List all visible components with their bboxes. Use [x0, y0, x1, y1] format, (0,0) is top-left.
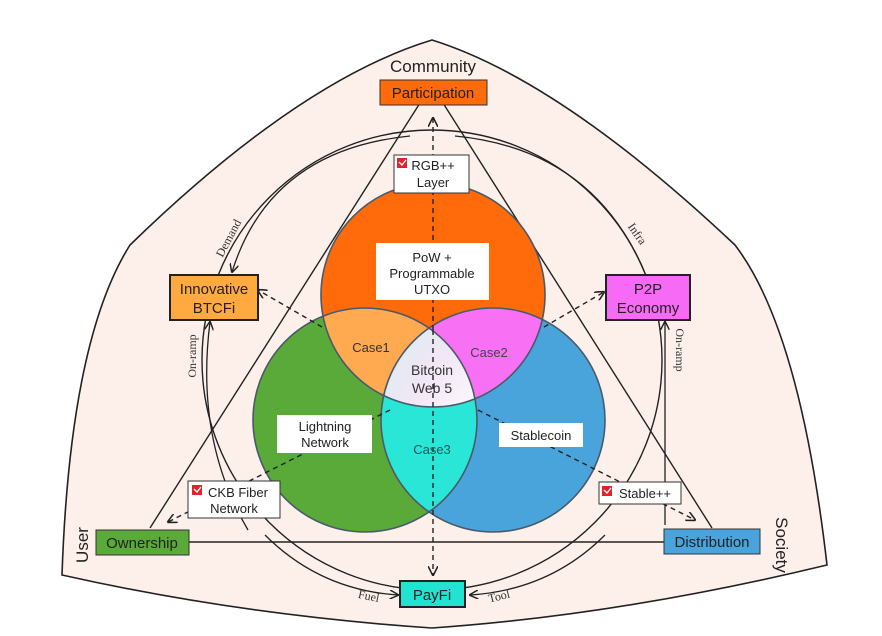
demand-arrow — [232, 135, 411, 272]
box-stablecoin[interactable]: Stablecoin — [499, 423, 583, 447]
lightning-line2: Network — [301, 435, 349, 450]
node-p2p-line2: Economy — [617, 300, 680, 317]
node-participation[interactable]: Participation — [379, 79, 488, 106]
node-p2p-economy[interactable]: P2P Economy — [605, 274, 691, 321]
tool-arrow — [470, 534, 606, 595]
circle-left-outline — [252, 307, 478, 533]
rgbpp-line1: RGB++ — [411, 158, 454, 173]
box-ckb-fiber-network[interactable]: CKB Fiber Network — [187, 480, 281, 519]
pow-line3: UTXO — [414, 282, 450, 297]
node-ownership[interactable]: Ownership — [95, 529, 190, 556]
label-tool: Tool — [487, 587, 512, 606]
node-payfi[interactable]: PayFi — [399, 580, 466, 608]
check-icon — [603, 487, 612, 495]
node-distribution-label: Distribution — [674, 534, 749, 551]
label-fuel: Fuel — [357, 587, 381, 605]
label-case3: Case3 — [413, 442, 451, 457]
rgbpp-line2: Layer — [417, 175, 450, 190]
node-btcfi-line2: BTCFi — [193, 300, 236, 317]
lightning-line1: Lightning — [299, 419, 352, 434]
stablepp-label: Stable++ — [619, 486, 671, 501]
badge-icon — [602, 486, 612, 496]
box-pow-utxo: PoW + Programmable UTXO — [376, 243, 489, 300]
label-on-ramp-left: On-ramp — [185, 334, 199, 377]
node-innovative-btcfi[interactable]: Innovative BTCFi — [169, 274, 259, 321]
box-lightning-network[interactable]: Lightning Network — [277, 415, 372, 453]
infra-arrow — [454, 135, 650, 286]
center-region — [381, 308, 477, 407]
pow-line1: PoW + — [412, 250, 451, 265]
node-participation-label: Participation — [392, 85, 475, 102]
badge-icon — [397, 158, 407, 168]
check-icon — [193, 486, 202, 494]
node-p2p-line1: P2P — [634, 281, 662, 298]
ckb-line1: CKB Fiber — [208, 485, 269, 500]
node-ownership-label: Ownership — [106, 535, 178, 552]
fuel-arrow — [264, 534, 398, 595]
badge-icon — [192, 485, 202, 495]
label-case2: Case2 — [470, 345, 508, 360]
circle-right-outline — [380, 307, 606, 533]
node-distribution[interactable]: Distribution — [663, 528, 761, 555]
label-society: Society — [772, 517, 791, 573]
pow-line2: Programmable — [389, 266, 474, 281]
ckb-line2: Network — [210, 501, 258, 516]
label-user: User — [73, 527, 92, 563]
box-rgbpp-layer[interactable]: RGB++ Layer — [393, 154, 470, 194]
label-center-line1: Bitcoin — [411, 362, 453, 378]
label-center-line2: Web 5 — [412, 380, 452, 396]
stablecoin-label: Stablecoin — [511, 428, 572, 443]
box-stablepp[interactable]: Stable++ — [598, 481, 682, 505]
dashed-arrow-p2p — [543, 292, 604, 328]
check-icon — [398, 159, 407, 167]
dashed-arrow-btcfi — [258, 290, 323, 328]
label-case1: Case1 — [352, 340, 390, 355]
node-payfi-label: PayFi — [413, 587, 451, 604]
node-btcfi-line1: Innovative — [180, 281, 248, 298]
label-community: Community — [390, 57, 476, 76]
label-on-ramp-right: On-ramp — [673, 328, 687, 371]
inner-triangle — [149, 102, 713, 543]
